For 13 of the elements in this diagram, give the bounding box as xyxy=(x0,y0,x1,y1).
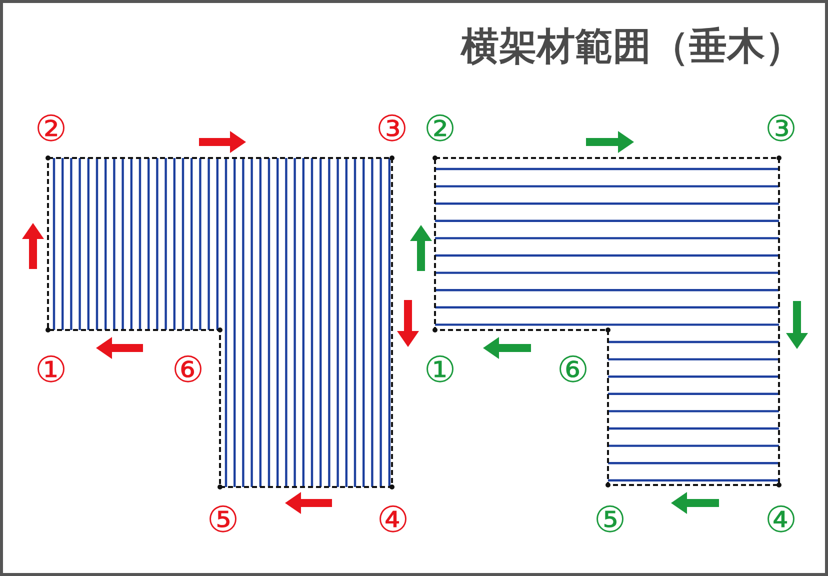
callout-number: ③ xyxy=(376,110,408,150)
callout-number: ⑥ xyxy=(556,351,590,391)
callout-number: ② xyxy=(424,110,456,150)
callout-number: ⑥ xyxy=(172,351,204,391)
callout-number: ⑤ xyxy=(594,501,626,541)
callout-number: ③ xyxy=(764,110,798,150)
callout-number: ④ xyxy=(764,501,798,541)
callout-number: ④ xyxy=(376,501,410,541)
callout-number: ① xyxy=(424,351,456,391)
callout-number: ① xyxy=(34,351,68,391)
callout-number: ② xyxy=(34,110,68,150)
title: 横架材範囲（垂木） xyxy=(461,23,803,70)
callout-number: ⑤ xyxy=(206,501,240,541)
